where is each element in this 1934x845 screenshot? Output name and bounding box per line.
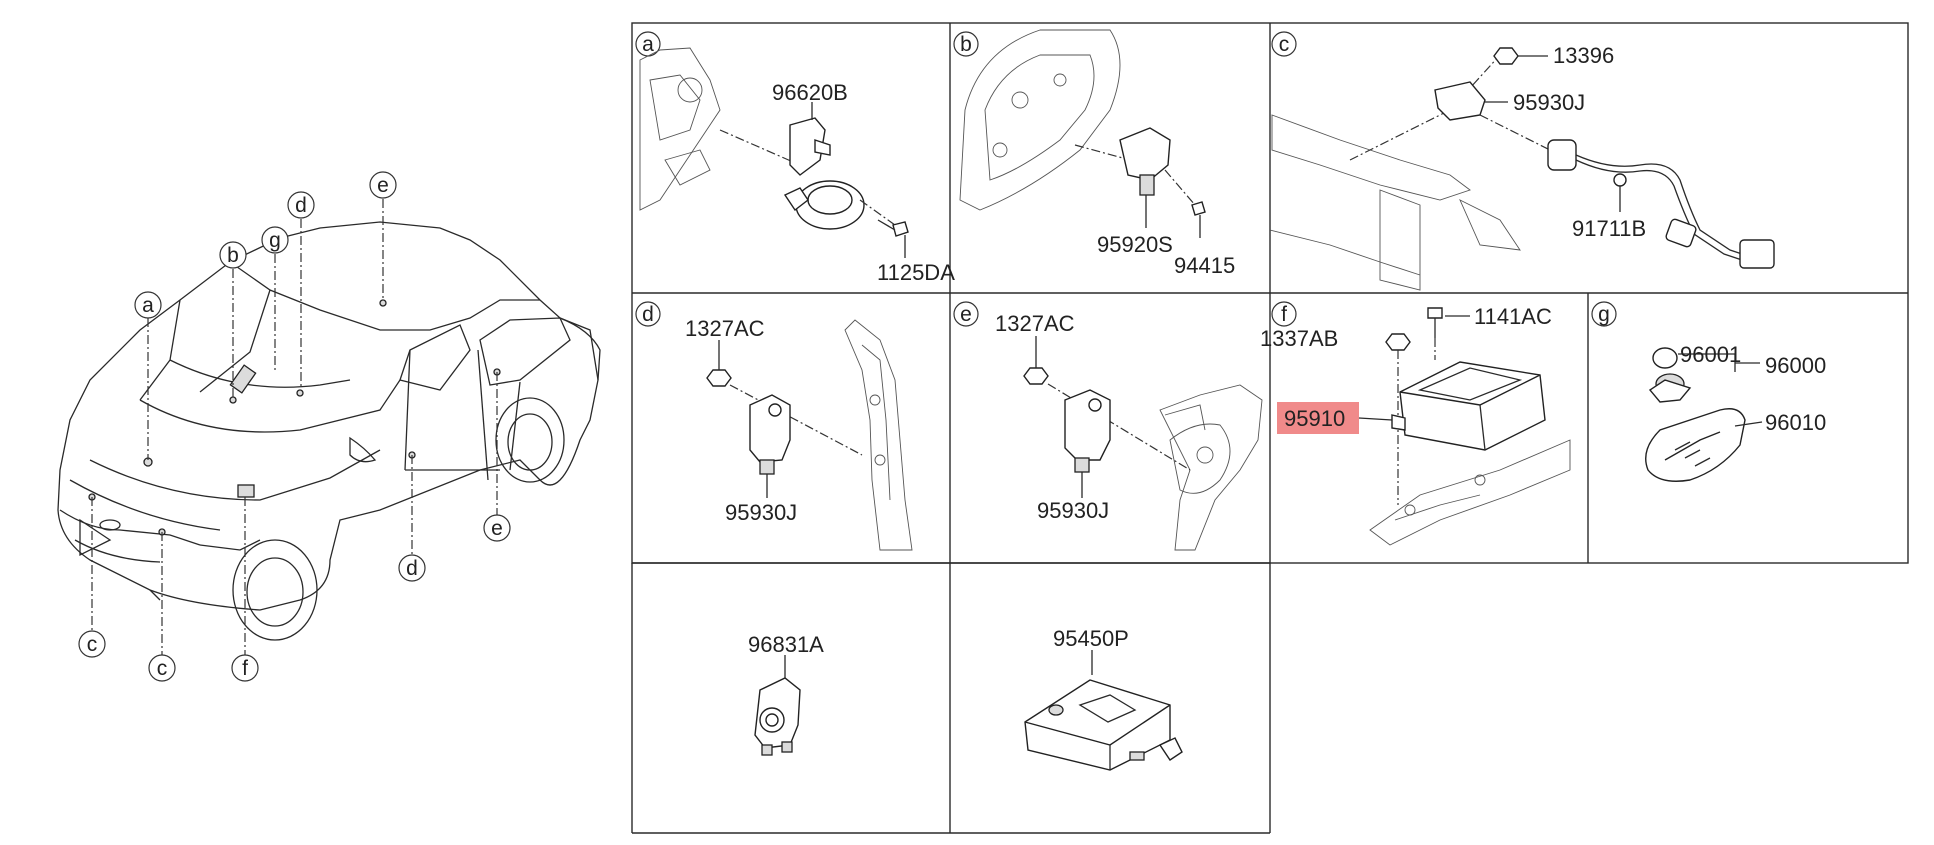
- highlight-95910: [1277, 402, 1359, 434]
- svg-text:95920S: 95920S: [1097, 232, 1173, 257]
- callout-g: g: [261, 226, 289, 254]
- callout-f: f: [231, 654, 259, 682]
- svg-text:95930J: 95930J: [1037, 498, 1109, 523]
- svg-text:c: c: [87, 633, 98, 656]
- svg-text:d: d: [406, 557, 418, 580]
- svg-text:d: d: [295, 194, 307, 217]
- callout-a: a: [134, 291, 162, 319]
- panel-e: e 1327AC 95930J: [953, 301, 1263, 551]
- panel-grid: [631, 22, 1909, 834]
- panel-d: d 1327AC 95930J: [635, 301, 913, 551]
- svg-text:96000: 96000: [1765, 353, 1826, 378]
- svg-text:95930J: 95930J: [725, 500, 797, 525]
- svg-text:1141AC: 1141AC: [1474, 304, 1552, 329]
- svg-text:1327AC: 1327AC: [685, 316, 765, 341]
- svg-text:91711B: 91711B: [1572, 216, 1646, 241]
- svg-text:c: c: [157, 657, 168, 680]
- overview-leaders: [91, 199, 498, 655]
- svg-text:95450P: 95450P: [1053, 626, 1129, 651]
- overview-callouts: a b g d e c c f d e: [78, 171, 511, 682]
- svg-text:96001: 96001: [1680, 342, 1741, 367]
- svg-text:a: a: [142, 294, 154, 317]
- svg-text:1327AC: 1327AC: [995, 311, 1075, 336]
- svg-text:1125DA: 1125DA: [877, 260, 955, 285]
- svg-text:94415: 94415: [1174, 253, 1235, 278]
- svg-text:g: g: [1598, 303, 1610, 326]
- callout-c-right: c: [148, 654, 176, 682]
- panel-g: g 96001 96000 96010: [1591, 301, 1826, 482]
- svg-text:95910: 95910: [1284, 406, 1345, 431]
- svg-text:1337AB: 1337AB: [1260, 326, 1338, 351]
- svg-text:e: e: [377, 174, 389, 197]
- panel-f: f 1337AB 1141AC 95910: [1260, 301, 1571, 546]
- panel-a: a 96620B 1125DA: [635, 31, 955, 285]
- panel-b: b 95920S 94415: [953, 29, 1235, 278]
- svg-text:a: a: [642, 33, 654, 56]
- vehicle-overview: [57, 221, 601, 641]
- callout-e-top: e: [369, 171, 397, 199]
- svg-text:96620B: 96620B: [772, 80, 848, 105]
- svg-text:c: c: [1279, 33, 1290, 56]
- svg-text:e: e: [491, 517, 503, 540]
- callout-c-left: c: [78, 630, 106, 658]
- svg-text:e: e: [960, 303, 972, 326]
- callout-d-bottom: d: [398, 554, 426, 582]
- svg-text:96010: 96010: [1765, 410, 1826, 435]
- panel-steering-sensor: 96831A: [748, 632, 824, 756]
- callout-e-bottom: e: [483, 514, 511, 542]
- svg-text:96831A: 96831A: [748, 632, 824, 657]
- panel-module: 95450P: [1024, 626, 1183, 771]
- svg-text:13396: 13396: [1553, 43, 1614, 68]
- svg-text:f: f: [242, 657, 248, 680]
- svg-text:b: b: [960, 33, 972, 56]
- svg-text:d: d: [642, 303, 654, 326]
- svg-text:b: b: [227, 244, 239, 267]
- svg-text:95930J: 95930J: [1513, 90, 1585, 115]
- svg-text:g: g: [269, 229, 281, 252]
- callout-d-top: d: [287, 191, 315, 219]
- callout-b: b: [219, 241, 247, 269]
- panel-c: c 13396 95930J 91711B: [1269, 31, 1775, 291]
- svg-text:f: f: [1281, 303, 1287, 326]
